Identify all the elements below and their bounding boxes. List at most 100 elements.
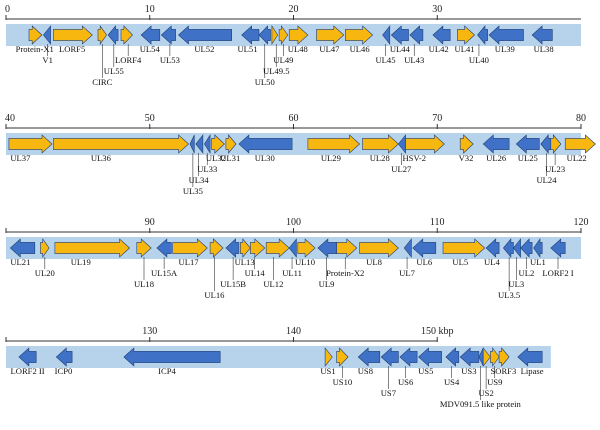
gene-label-ul34: UL34 bbox=[189, 175, 210, 185]
gene-label-ul22: UL22 bbox=[567, 153, 587, 163]
genome-bands bbox=[6, 24, 581, 368]
gene-label-ul47: UL47 bbox=[319, 44, 340, 54]
label-leader-lines bbox=[44, 44, 559, 400]
gene-ul48-arrow bbox=[288, 25, 309, 45]
gene-label-ul1: UL1 bbox=[530, 257, 546, 267]
gene-lorf2-i-arrow bbox=[550, 238, 566, 258]
gene-label-ul48: UL48 bbox=[288, 44, 308, 54]
scale-tick-label: 0 bbox=[5, 4, 10, 15]
gene-label-us5: US5 bbox=[418, 366, 433, 376]
gene-label-ul5: UL5 bbox=[452, 257, 468, 267]
gene-label-us4: US4 bbox=[444, 377, 460, 387]
gene-label-ul49: UL49 bbox=[273, 55, 293, 65]
gene-label-lorf5: LORF5 bbox=[59, 44, 85, 54]
gene-label-ul10: UL10 bbox=[295, 257, 315, 267]
gene-label-ul11: UL11 bbox=[282, 268, 302, 278]
gene-ul35-arrow bbox=[189, 134, 195, 154]
scale-tick-label: 20 bbox=[289, 4, 299, 15]
gene-ul19-arrow bbox=[54, 238, 131, 258]
gene-ul10-arrow bbox=[297, 238, 316, 258]
gene-label-ul36: UL36 bbox=[91, 153, 112, 163]
gene-ul40-arrow bbox=[477, 25, 488, 45]
gene-label-ul41: UL41 bbox=[455, 44, 475, 54]
gene-label-v1: V1 bbox=[42, 55, 53, 65]
gene-label-ul25: UL25 bbox=[518, 153, 538, 163]
scale-tick-label: 60 bbox=[289, 113, 299, 124]
gene-label-us3: US3 bbox=[461, 366, 476, 376]
gene-lipase-arrow bbox=[517, 347, 543, 367]
gene-ul24-arrow bbox=[540, 134, 552, 154]
gene-label-ul40: UL40 bbox=[469, 55, 489, 65]
gene-us4-arrow bbox=[445, 347, 460, 367]
gene-label-lorf2-i: LORF2 I bbox=[542, 268, 573, 278]
gene-label-ul30: UL30 bbox=[255, 153, 275, 163]
gene-arrows bbox=[8, 24, 596, 367]
gene-label-ul24: UL24 bbox=[536, 175, 557, 185]
gene-protein-x1-arrow bbox=[28, 25, 43, 45]
gene-us7-arrow bbox=[380, 347, 399, 367]
gene-label-ul14: UL14 bbox=[245, 268, 266, 278]
gene-label-ul2: UL2 bbox=[518, 268, 534, 278]
gene-ul20-arrow bbox=[40, 238, 50, 258]
gene-label-lipase: Lipase bbox=[521, 366, 544, 376]
gene-label-ul4: UL4 bbox=[484, 257, 500, 267]
gene-label-protein-x1: Protein-X1 bbox=[16, 44, 54, 54]
gene-label-ul46: UL46 bbox=[350, 44, 371, 54]
gene-ul36-arrow bbox=[53, 134, 190, 154]
gene-label-ul3: UL3 bbox=[508, 279, 524, 289]
gene-label-ul19: UL19 bbox=[71, 257, 91, 267]
gene-label-ul29: UL29 bbox=[321, 153, 341, 163]
gene-label-us8: US8 bbox=[358, 366, 373, 376]
gene-label-ul23: UL23 bbox=[545, 164, 565, 174]
scale-tick-label: 50 bbox=[145, 113, 155, 124]
gene-lorf5-arrow bbox=[53, 25, 93, 45]
gene-label-hsv-2: HSV-2 bbox=[402, 153, 426, 163]
gene-ul31-arrow bbox=[225, 134, 237, 154]
gene-us10-arrow bbox=[336, 347, 349, 367]
gene-label-ul27: UL27 bbox=[391, 164, 412, 174]
gene-ul4-arrow bbox=[485, 238, 500, 258]
gene-ul42-arrow bbox=[432, 25, 451, 45]
gene-label-ul50: UL50 bbox=[255, 77, 275, 87]
scale-tick-label: 80 bbox=[576, 113, 586, 124]
gene-label-us6: US6 bbox=[398, 377, 414, 387]
gene-label-ul13: UL13 bbox=[235, 257, 255, 267]
gene-label-ul31: UL31 bbox=[220, 153, 240, 163]
gene-us3-arrow bbox=[459, 347, 480, 367]
gene-ul51-arrow bbox=[241, 25, 260, 45]
gene-us5-arrow bbox=[418, 347, 442, 367]
gene-ul50-arrow bbox=[258, 25, 271, 45]
gene-protein-x2-arrow bbox=[336, 238, 358, 258]
gene-label-us2: US2 bbox=[478, 388, 493, 398]
gene-label-icp0: ICP0 bbox=[55, 366, 73, 376]
gene-ul9-arrow bbox=[317, 238, 337, 258]
gene-ul23-arrow bbox=[550, 134, 562, 154]
gene-ul53-arrow bbox=[160, 25, 176, 45]
gene-ul39-arrow bbox=[488, 25, 524, 45]
gene-label-ul33: UL33 bbox=[197, 164, 217, 174]
gene-label-ul17: UL17 bbox=[179, 257, 200, 267]
gene-circ-arrow bbox=[97, 25, 107, 45]
gene-ul29-arrow bbox=[307, 134, 361, 154]
gene-label-ul21: UL21 bbox=[10, 257, 30, 267]
gene-ul52-arrow bbox=[178, 25, 232, 45]
gene-label-us9: US9 bbox=[487, 377, 502, 387]
gene-ul6-arrow bbox=[412, 238, 437, 258]
gene-label-circ: CIRC bbox=[92, 77, 112, 87]
gene-label-ul35: UL35 bbox=[183, 186, 203, 196]
gene-label-ul7: UL7 bbox=[399, 268, 415, 278]
gene-label-ul9: UL9 bbox=[319, 279, 335, 289]
scale-tick-label: 130 bbox=[142, 326, 157, 337]
gene-sorf3-arrow bbox=[498, 347, 510, 367]
gene-v32-arrow bbox=[459, 134, 474, 154]
gene-label-ul15b: UL15B bbox=[220, 279, 246, 289]
gene-icp4-arrow bbox=[123, 347, 221, 367]
gene-ul47-arrow bbox=[316, 25, 345, 45]
gene-label-ul45: UL45 bbox=[375, 55, 395, 65]
scale-tick-label: 70 bbox=[432, 113, 442, 124]
gene-ul7-arrow bbox=[403, 238, 412, 258]
gene-lorf4-arrow bbox=[120, 25, 133, 45]
gene-ul38-arrow bbox=[531, 25, 553, 45]
gene-ul25-arrow bbox=[515, 134, 540, 154]
